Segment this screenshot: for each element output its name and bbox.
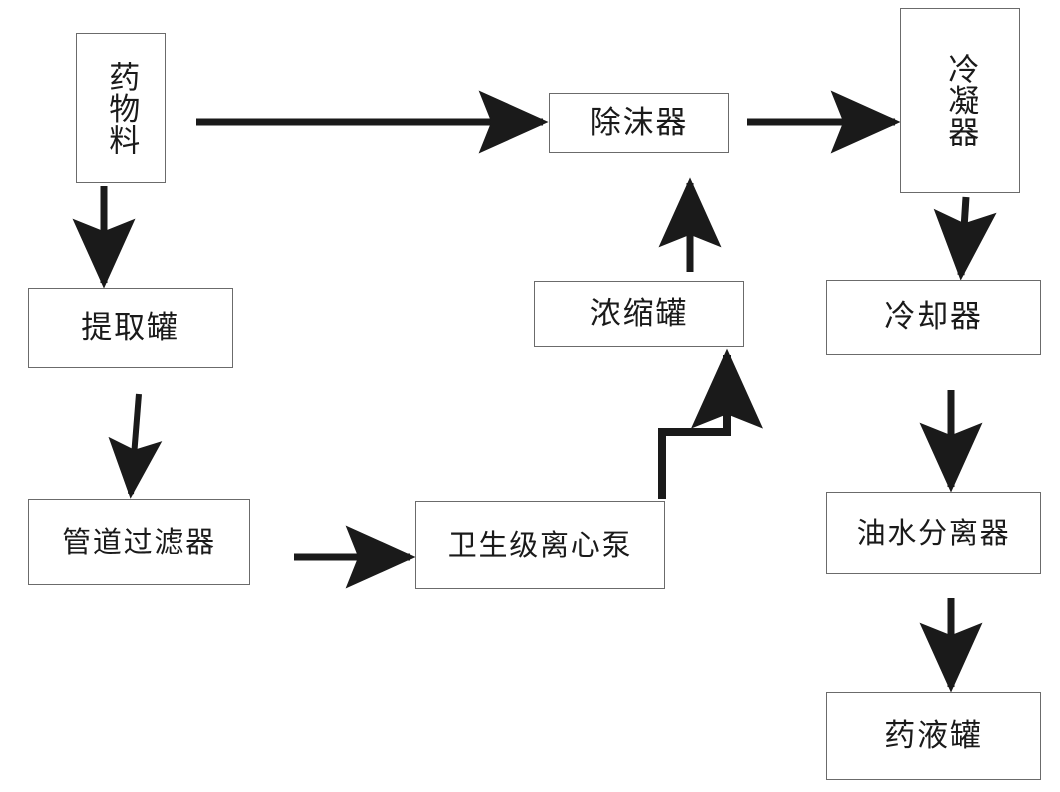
arrow-centrifugal-pump-to-concentration-tank	[658, 348, 763, 499]
node-oil-water-separator[interactable]: 油水分离器	[826, 492, 1041, 574]
node-liquid-tank[interactable]: 药液罐	[826, 692, 1041, 780]
node-raw-material-label: 药物料	[103, 60, 140, 156]
node-centrifugal-pump-label: 卫生级离心泵	[447, 527, 633, 562]
node-condenser-label: 冷凝器	[942, 53, 979, 148]
node-concentration-tank[interactable]: 浓缩罐	[534, 281, 744, 347]
node-demister[interactable]: 除沫器	[549, 93, 729, 153]
node-oil-water-separator-label: 油水分离器	[856, 515, 1011, 550]
node-liquid-tank-label: 药液罐	[884, 717, 983, 754]
node-extraction-tank-label: 提取罐	[81, 309, 180, 346]
node-centrifugal-pump[interactable]: 卫生级离心泵	[415, 501, 665, 589]
arrow-condenser-to-cooler	[933, 196, 997, 281]
node-cooler[interactable]: 冷却器	[826, 280, 1041, 355]
node-concentration-tank-label: 浓缩罐	[589, 295, 689, 332]
node-demister-label: 除沫器	[589, 104, 689, 141]
node-pipeline-filter-label: 管道过滤器	[62, 524, 216, 559]
arrow-extraction-tank-to-pipeline-filter	[108, 393, 163, 499]
node-pipeline-filter[interactable]: 管道过滤器	[28, 499, 250, 585]
node-condenser[interactable]: 冷凝器	[900, 8, 1020, 193]
node-extraction-tank[interactable]: 提取罐	[28, 288, 233, 368]
node-cooler-label: 冷却器	[884, 299, 983, 336]
node-raw-material[interactable]: 药物料	[76, 33, 166, 183]
